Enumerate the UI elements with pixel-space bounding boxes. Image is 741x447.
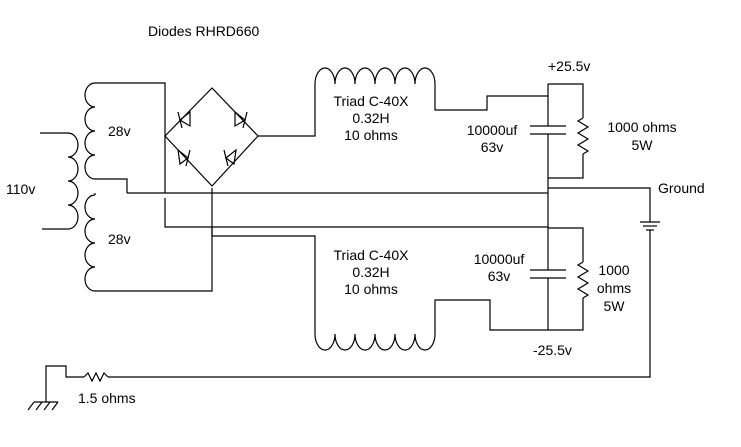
negative-rail-label: -25.5v bbox=[533, 342, 572, 358]
bottom-choke-resistance-label: 10 ohms bbox=[344, 281, 398, 297]
ground-resistor-label: 1.5 ohms bbox=[78, 390, 136, 406]
transformer-secondary-top-winding bbox=[84, 82, 96, 180]
secondary-centertap-lead bbox=[95, 178, 128, 193]
top-capacitor bbox=[530, 125, 566, 135]
chassis-ground-lead bbox=[45, 365, 84, 402]
primary-voltage-label: 110v bbox=[6, 181, 35, 197]
ground-label: Ground bbox=[658, 180, 705, 196]
bridge-to-top-choke-wire bbox=[258, 84, 316, 137]
top-res-value-label: 1000 ohms bbox=[607, 119, 676, 135]
chassis-ground-wire bbox=[108, 230, 651, 378]
bottom-res-power-label: 5W bbox=[604, 298, 626, 314]
secondary-bottom-voltage-label: 28v bbox=[108, 231, 131, 247]
diode-icon bbox=[223, 148, 237, 167]
diode-icon bbox=[177, 148, 191, 167]
transformer-primary-winding bbox=[40, 132, 79, 230]
positive-res-top-wire bbox=[548, 83, 584, 118]
bottom-choke-model-label: Triad C-40X bbox=[334, 247, 410, 263]
ground-bus bbox=[548, 187, 651, 222]
diode-icon bbox=[177, 110, 191, 129]
top-cap-voltage-label: 63v bbox=[481, 139, 504, 155]
secondary-top-lead bbox=[95, 82, 166, 193]
positive-res-bottom-wire bbox=[548, 154, 584, 179]
top-choke-model-label: Triad C-40X bbox=[334, 93, 410, 109]
bottom-choke-inductance-label: 0.32H bbox=[352, 264, 389, 280]
secondary-top-voltage-label: 28v bbox=[108, 123, 131, 139]
bottom-res-value-label: 1000 bbox=[598, 262, 629, 278]
bottom-choke-output-wire bbox=[434, 299, 548, 334]
top-res-power-label: 5W bbox=[632, 137, 654, 153]
bottom-capacitor bbox=[530, 269, 566, 279]
top-choke-resistance-label: 10 ohms bbox=[344, 127, 398, 143]
diodes-label: Diodes RHRD660 bbox=[148, 23, 259, 39]
lower-return-wire bbox=[164, 198, 548, 228]
bottom-cap-voltage-label: 63v bbox=[488, 268, 511, 284]
bottom-cap-value-label: 10000uf bbox=[474, 251, 525, 267]
top-choke-inductor bbox=[314, 67, 436, 85]
top-choke-inductance-label: 0.32H bbox=[352, 110, 389, 126]
bottom-choke-input-wire bbox=[211, 227, 316, 334]
bottom-res-unit-label: ohms bbox=[597, 280, 631, 296]
chassis-ground-icon bbox=[27, 401, 59, 411]
ground-resistor bbox=[83, 371, 109, 383]
diode-icon bbox=[234, 110, 248, 129]
ground-symbol-icon bbox=[640, 221, 660, 231]
bottom-resistor bbox=[576, 261, 590, 299]
bottom-choke-inductor bbox=[314, 333, 436, 351]
negative-res-bottom-wire bbox=[548, 298, 584, 331]
top-cap-value-label: 10000uf bbox=[467, 122, 518, 138]
top-resistor bbox=[576, 117, 590, 155]
top-choke-output-wire bbox=[434, 84, 548, 111]
positive-rail-label: +25.5v bbox=[548, 58, 590, 74]
transformer-secondary-bottom-winding bbox=[84, 194, 96, 292]
negative-res-top-wire bbox=[548, 227, 584, 262]
secondary-bottom-lead bbox=[95, 188, 213, 292]
bridge-rectifier bbox=[164, 87, 259, 187]
